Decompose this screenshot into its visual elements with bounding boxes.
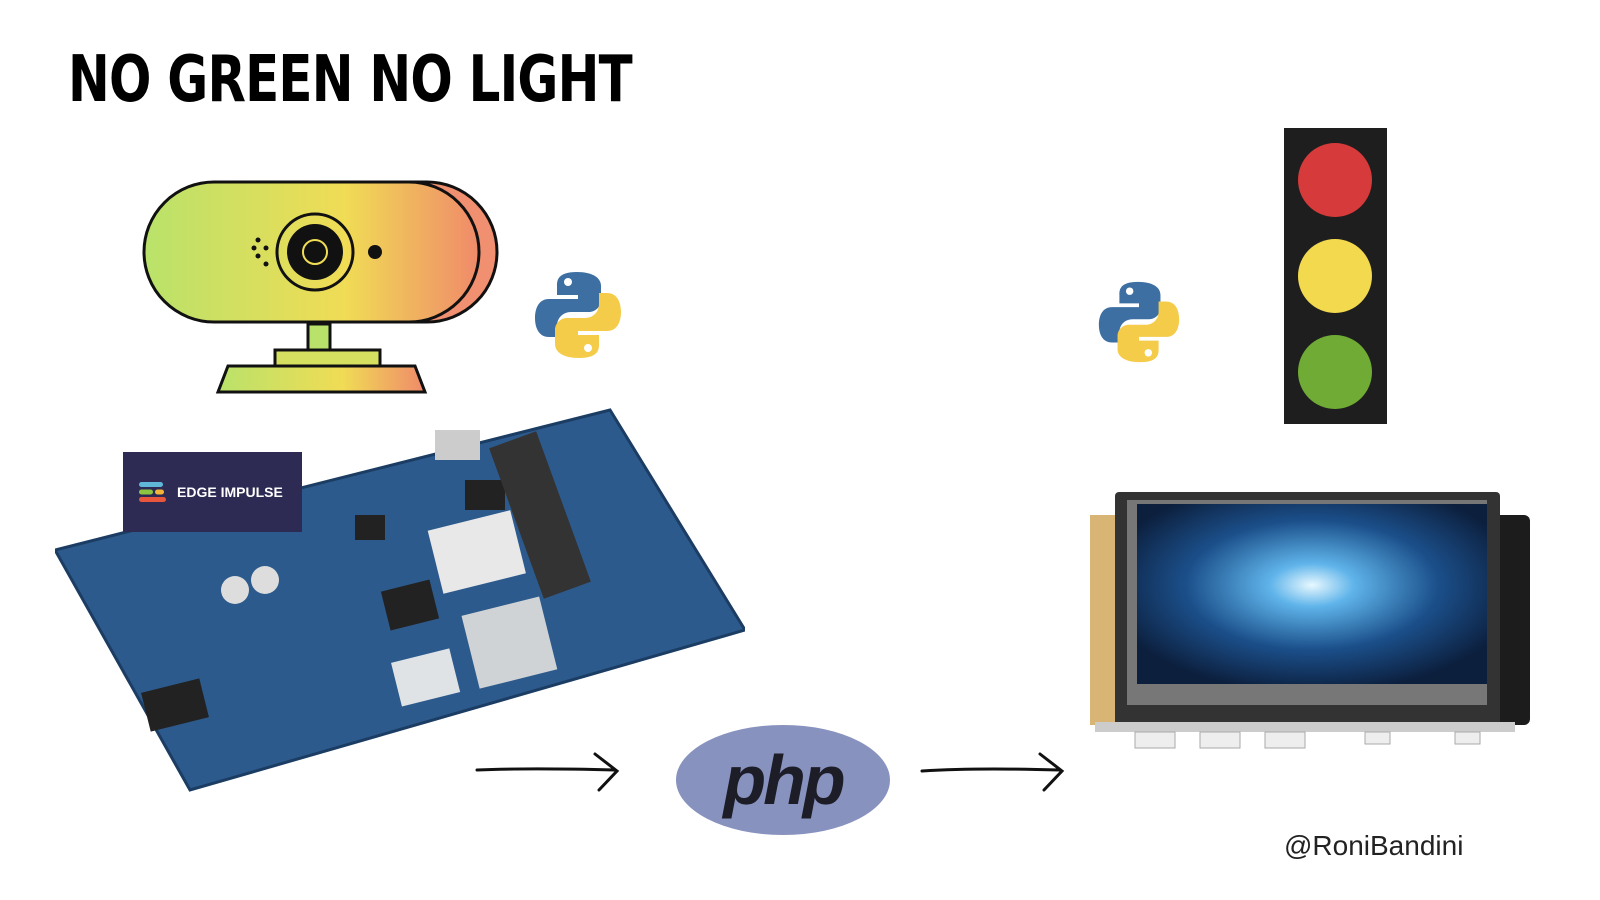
arrow-right-icon <box>920 752 1065 792</box>
traffic-light-icon <box>1284 128 1387 424</box>
php-label: php <box>723 741 845 819</box>
python-icon <box>535 272 621 358</box>
edge-impulse-logo: EDGE IMPULSE <box>123 452 302 532</box>
webcam-icon <box>142 180 499 394</box>
dev-board-image <box>55 408 745 792</box>
green-light <box>1298 335 1372 409</box>
yellow-light <box>1298 239 1372 313</box>
display-device-image <box>1090 492 1530 749</box>
page-title: NO GREEN NO LIGHT <box>68 43 633 117</box>
red-light <box>1298 143 1372 217</box>
edge-impulse-label: EDGE IMPULSE <box>177 484 283 500</box>
python-icon <box>1098 281 1180 363</box>
edge-impulse-icon <box>139 482 166 502</box>
arrow-right-icon <box>475 752 620 792</box>
php-logo <box>676 725 890 835</box>
author-credit: @RoniBandini <box>1284 830 1464 861</box>
